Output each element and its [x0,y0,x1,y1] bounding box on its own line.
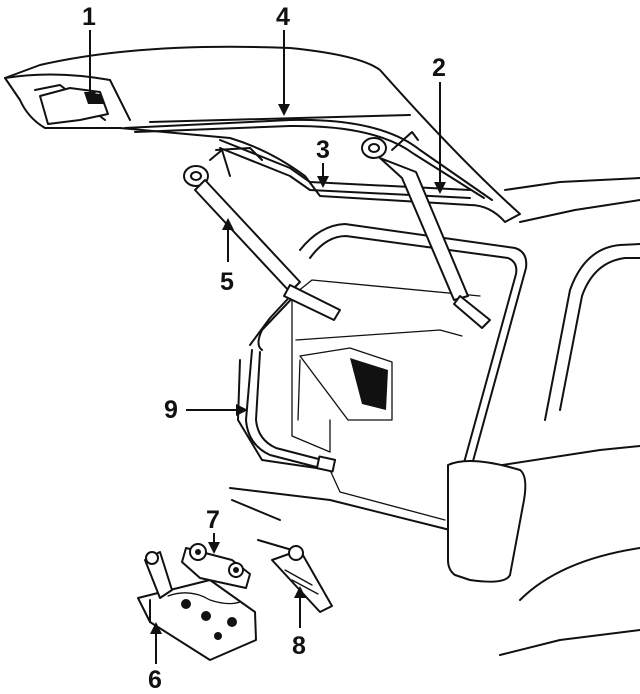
lock-cylinder [257,539,333,613]
callout-label-6: 6 [148,666,162,694]
callouts: 1 4 2 3 5 9 7 6 8 [82,3,446,694]
callout-label-3: 3 [316,136,330,164]
callout-label-9: 9 [164,396,178,424]
callout-label-2: 2 [432,54,446,82]
latch-assembly [137,551,257,661]
callout-label-4: 4 [276,3,290,31]
callout-label-7: 7 [206,506,220,534]
callout-label-8: 8 [292,632,306,660]
callout-label-1: 1 [82,3,96,31]
gas-strut-right [361,131,491,329]
striker [181,543,251,589]
liftgate [4,45,521,223]
callout-label-5: 5 [220,268,234,296]
gas-strut-left [183,147,341,321]
vehicle-body [229,177,640,656]
